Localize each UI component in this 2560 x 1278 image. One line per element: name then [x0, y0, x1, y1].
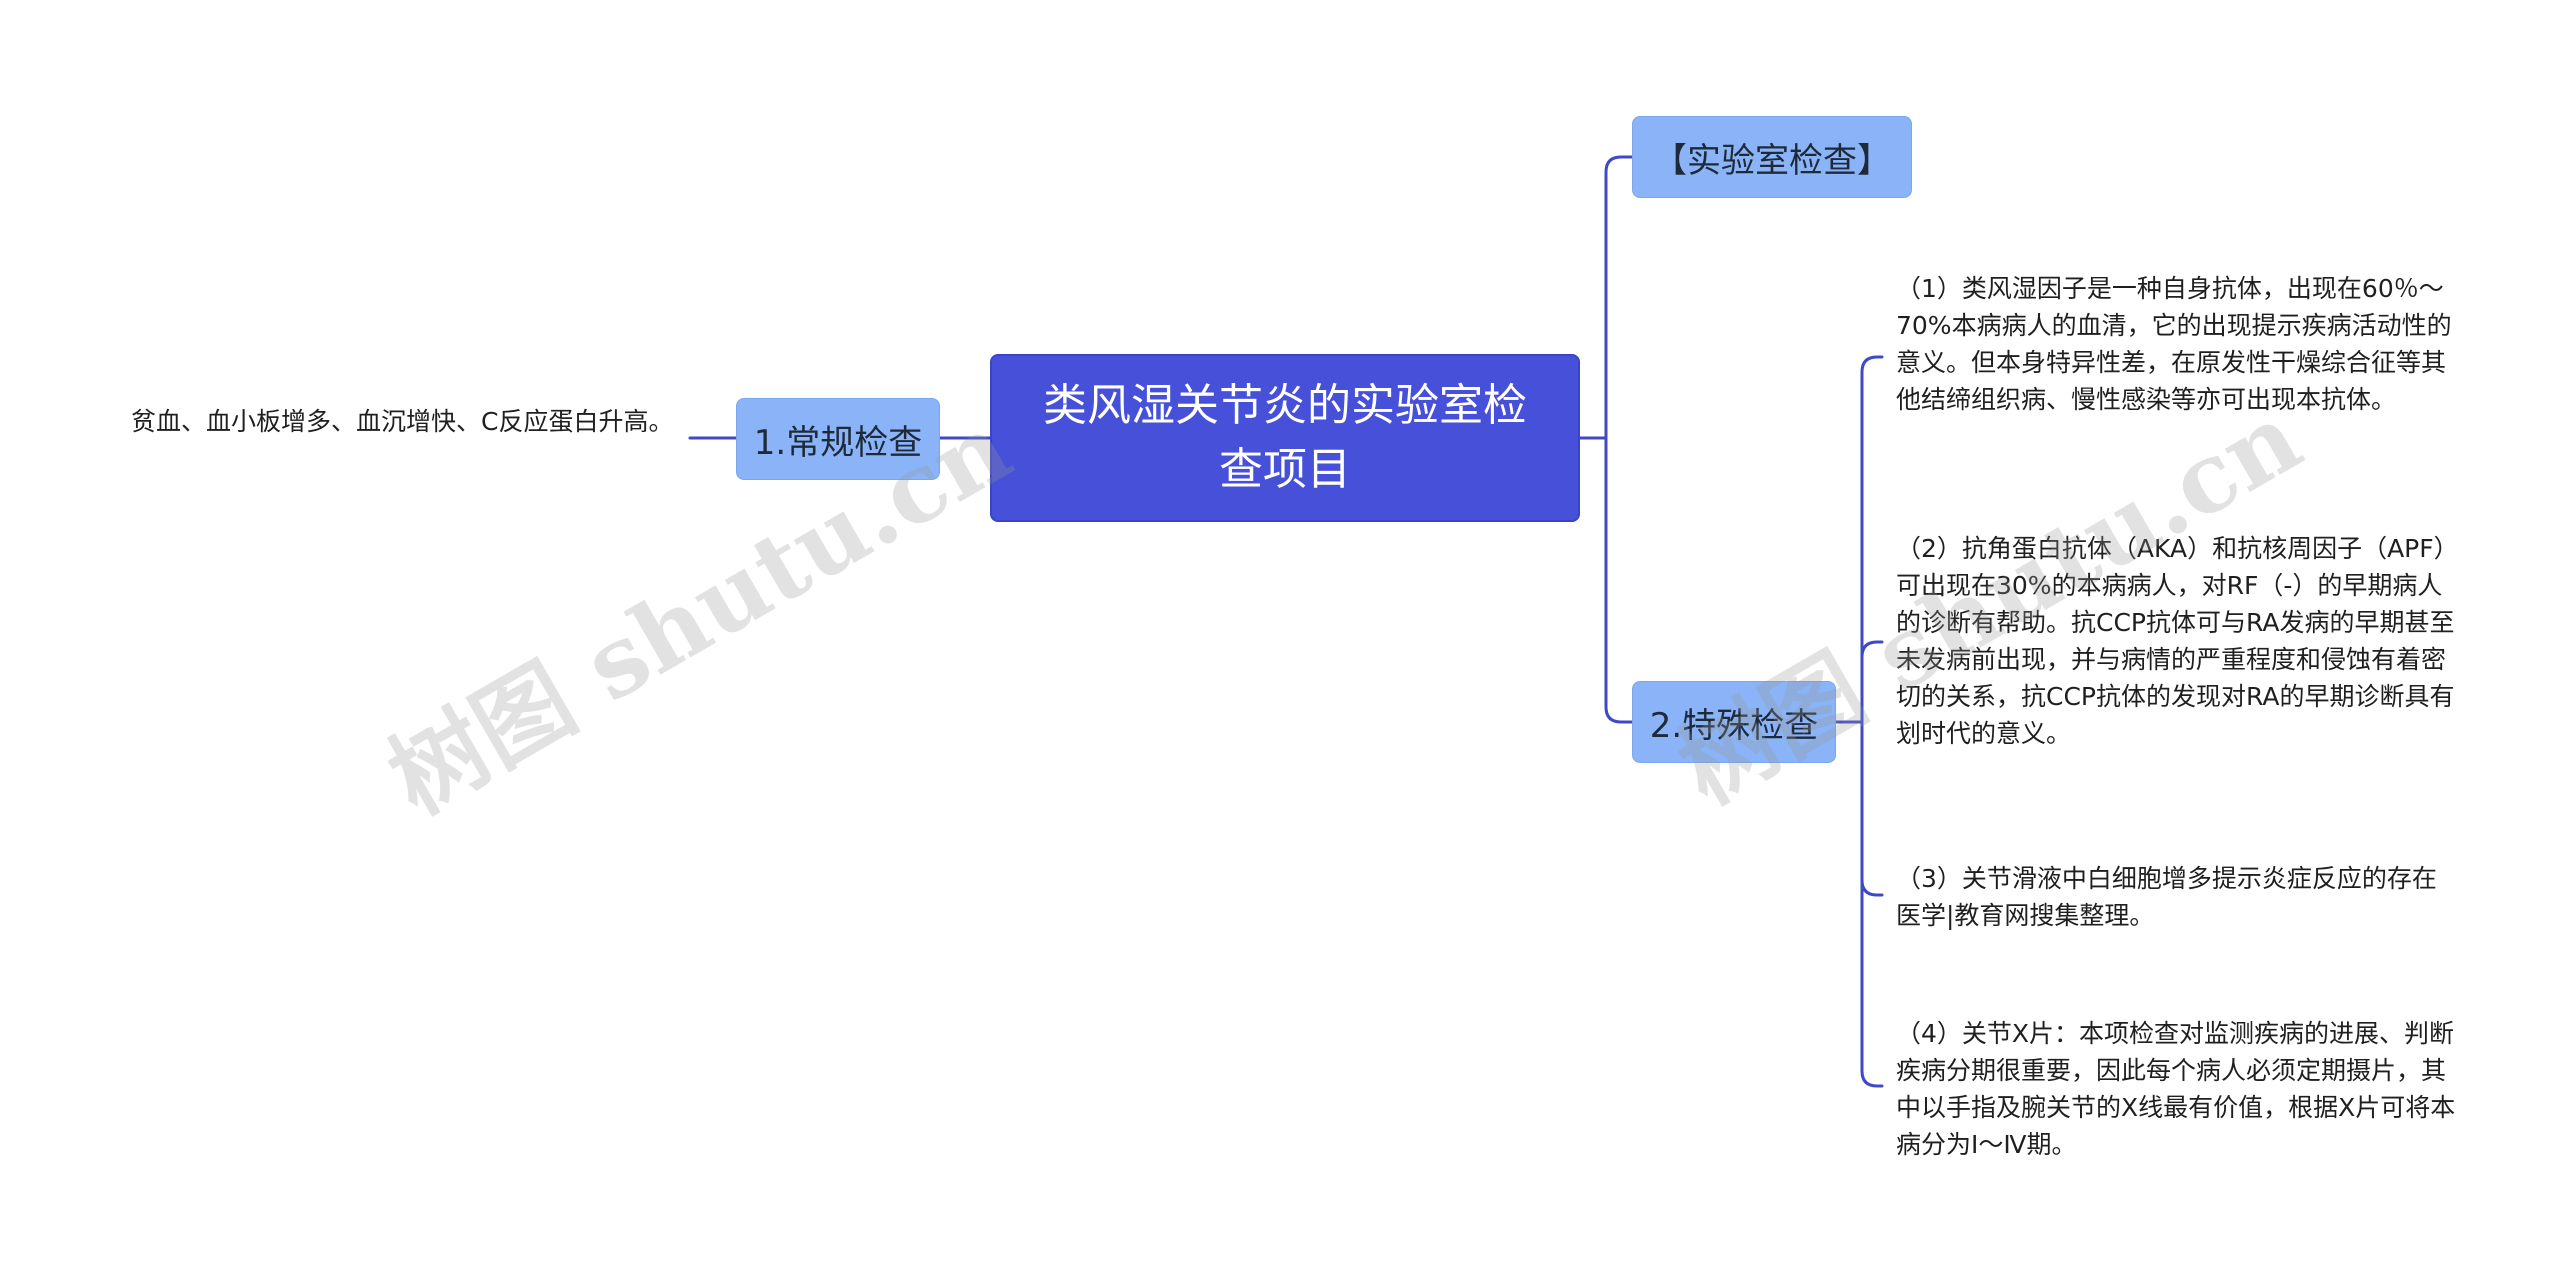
branch-lab-check-label: 【实验室检查】 — [1653, 140, 1891, 181]
leaf-special-item-1[interactable]: （1）类风湿因子是一种自身抗体，出现在60％～70%本病病人的血清，它的出现提示… — [1896, 274, 2452, 414]
branch-routine-check[interactable]: 1.常规检查 — [736, 398, 940, 480]
branch-routine-check-label: 1.常规检查 — [753, 422, 923, 463]
connector-item3 — [1860, 878, 1884, 897]
connector-item4 — [1860, 1069, 1884, 1088]
root-node-label: 类风湿关节炎的实验室检查项目 — [1043, 380, 1527, 495]
branch-special-check[interactable]: 2.特殊检查 — [1632, 681, 1836, 763]
connector-item2 — [1860, 640, 1884, 659]
connector-trunk-lab — [1604, 155, 1634, 440]
leaf-special-item-3[interactable]: （3）关节滑液中白细胞增多提示炎症反应的存在医学|教育网搜集整理。 — [1896, 864, 2437, 930]
leaf-routine-findings[interactable]: 贫血、血小板增多、血沉增快、C反应蛋白升高。 — [131, 407, 674, 436]
branch-lab-check[interactable]: 【实验室检查】 — [1632, 116, 1912, 198]
connector-item1 — [1860, 355, 1884, 374]
leaf-special-item-4[interactable]: （4）关节X片：本项检查对监测疾病的进展、判断疾病分期很重要，因此每个病人必须定… — [1896, 1019, 2456, 1159]
connector-trunk-special — [1604, 436, 1634, 724]
branch-special-check-label: 2.特殊检查 — [1649, 705, 1819, 746]
leaf-special-item-2[interactable]: （2）抗角蛋白抗体（AKA）和抗核周因子（APF）可出现在30%的本病病人，对R… — [1896, 534, 2455, 748]
root-node[interactable]: 类风湿关节炎的实验室检查项目 — [990, 354, 1580, 522]
